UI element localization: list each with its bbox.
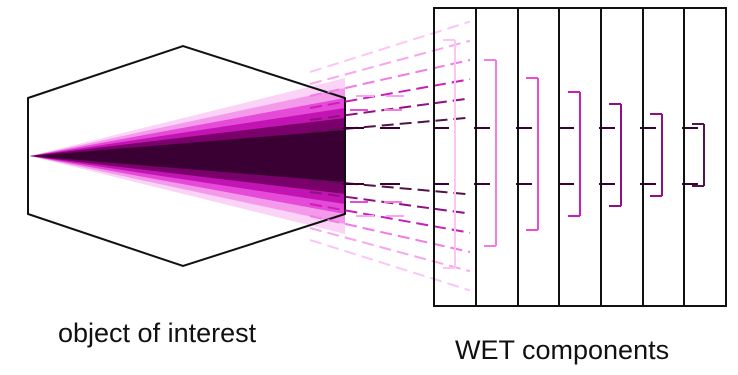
projection-stripe bbox=[309, 179, 471, 196]
caption-object-of-interest: object of interest bbox=[58, 318, 257, 348]
projection-stripe bbox=[309, 227, 471, 273]
plate-stack-outline bbox=[433, 7, 727, 307]
projection-stripe bbox=[309, 59, 471, 97]
projection-stripe bbox=[309, 203, 471, 234]
projection-stripe bbox=[309, 78, 471, 109]
caption-wet-components: WET components bbox=[455, 335, 670, 365]
plate-brackets bbox=[433, 39, 705, 269]
projection-stripe bbox=[309, 239, 471, 292]
beam-layer-core bbox=[30, 130, 345, 182]
projection-stripe bbox=[309, 116, 471, 133]
projection-stripe bbox=[309, 39, 471, 85]
projection-stripe bbox=[309, 215, 471, 253]
projection-stripes bbox=[309, 20, 471, 292]
wet-plate-stack bbox=[433, 7, 727, 307]
object-hexagon bbox=[27, 44, 346, 268]
fan-beam bbox=[30, 78, 345, 234]
projection-stripe bbox=[309, 20, 471, 73]
